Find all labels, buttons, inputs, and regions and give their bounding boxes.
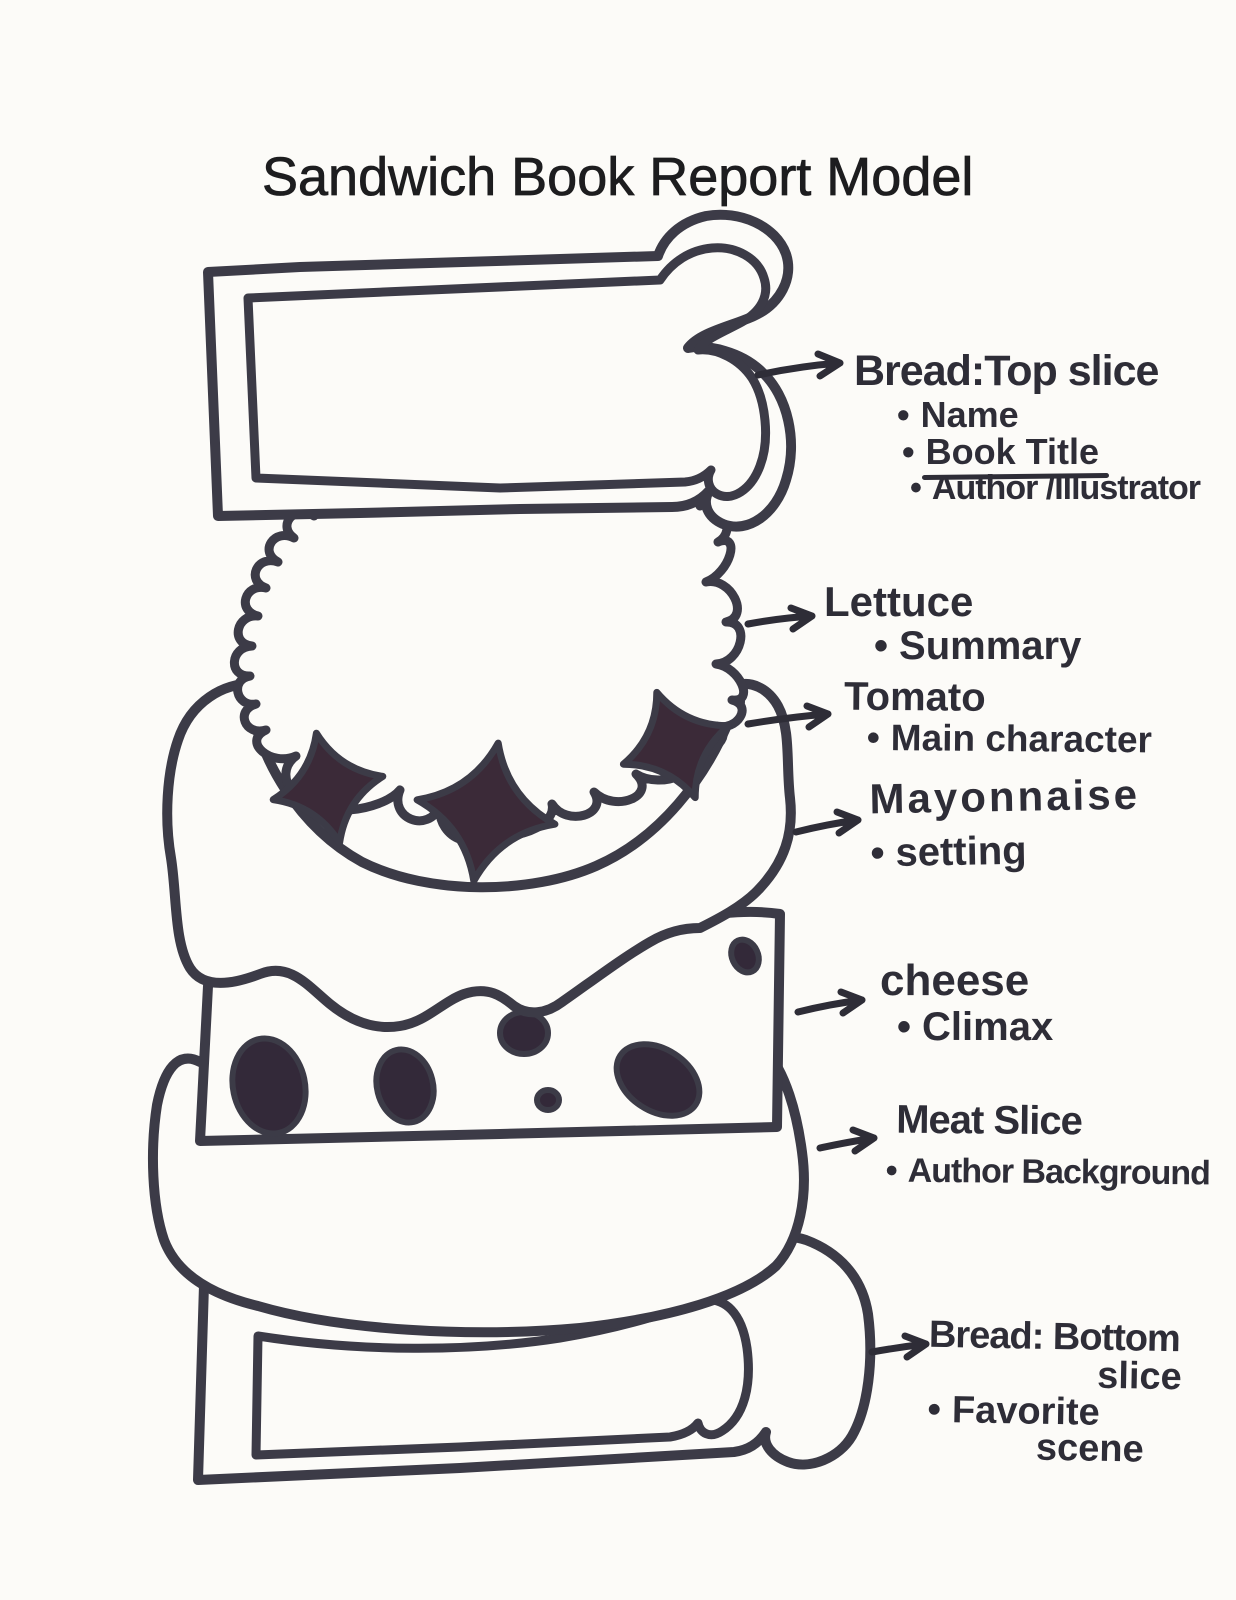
label-heading: Meat Slice <box>896 1097 1083 1144</box>
label-bullet: Book Title <box>902 434 1200 470</box>
label-heading: cheese <box>880 956 1030 1005</box>
label-bullet: Name <box>897 396 1200 434</box>
label-bullet: Main character <box>867 717 1153 760</box>
label-bullet: Climax <box>897 1006 1053 1048</box>
bottom-bread-inner-line <box>251 1294 753 1460</box>
label-mayonnaise: Mayonnaise setting <box>869 770 1141 875</box>
label-heading: Bread:Top slice <box>854 347 1159 395</box>
cheese-hole <box>613 1041 703 1119</box>
label-bread-bottom: Bread: Bottom slice Favorite scene <box>927 1313 1183 1471</box>
cheese-hole <box>229 1035 309 1137</box>
page-title: Sandwich Book Report Model <box>262 147 974 208</box>
label-heading: Lettuce <box>824 578 974 625</box>
label-heading: Tomato <box>843 674 986 720</box>
arrow-mayonnaise <box>792 808 862 837</box>
cheese-hole <box>497 1009 551 1057</box>
label-heading-line2: slice <box>1096 1354 1183 1399</box>
label-cheese: cheese Climax <box>880 956 1053 1048</box>
arrow-tomato <box>744 702 832 731</box>
arrow-meat <box>816 1126 878 1155</box>
label-tomato: Tomato Main character <box>843 674 1153 761</box>
label-meat: Meat Slice Author Background <box>886 1097 1211 1194</box>
arrow-lettuce <box>744 604 816 633</box>
label-arrows <box>744 350 930 1361</box>
arrow-cheese <box>794 988 866 1017</box>
lettuce-star <box>619 688 733 802</box>
label-bullet: Author Background <box>886 1151 1211 1194</box>
label-bullet-line2: scene <box>1035 1426 1145 1471</box>
label-bullet: setting <box>870 828 1141 875</box>
cheese-holes <box>229 936 762 1137</box>
lettuce-star <box>269 729 387 847</box>
label-heading: Mayonnaise <box>869 770 1141 823</box>
cheese-hole <box>534 1087 562 1113</box>
lettuce-frill-stars <box>269 688 733 885</box>
arrow-bread-top <box>754 350 844 380</box>
label-bullet: Summary <box>874 626 1081 666</box>
top-bread-inner-line <box>243 243 771 501</box>
label-lettuce: Lettuce Summary <box>824 578 1081 666</box>
arrow-bread-bottom <box>868 1332 930 1361</box>
lettuce-star <box>413 739 559 885</box>
label-heading: Bread: Bottom <box>928 1313 1181 1361</box>
label-bread-top: Bread:Top slice Name Book Title Author /… <box>854 346 1201 506</box>
cheese-hole <box>373 1046 437 1126</box>
cheese-hole <box>728 936 762 976</box>
